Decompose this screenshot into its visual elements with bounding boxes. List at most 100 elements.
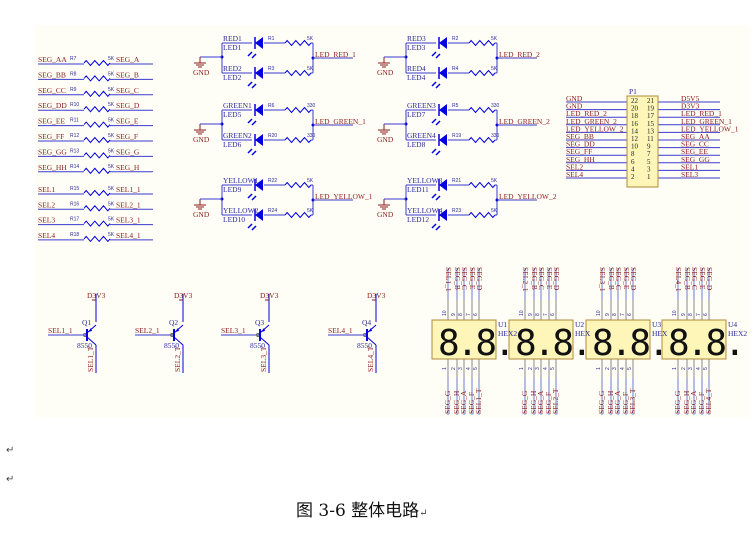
display-top-net: SEG_D (705, 267, 714, 291)
display-top-net: SEG_B (530, 267, 539, 290)
pin-number: 13 (647, 127, 655, 135)
display-digits: 8.8. (592, 323, 667, 364)
led-ref: LED2 (223, 73, 242, 82)
resistor-icon (83, 59, 111, 67)
resistor-ref: R5 (452, 103, 459, 109)
resistor-ref: R19 (452, 133, 461, 139)
resistor-ref: R15 (70, 186, 79, 192)
display-pin-number: 3 (612, 367, 618, 370)
led-diode-icon (439, 209, 447, 221)
pin-number: 19 (647, 105, 655, 113)
gnd-label: GND (377, 210, 394, 219)
display-pin-number: 2 (681, 367, 687, 370)
seven-segment-display (661, 319, 727, 360)
base-net-label: SEL3_1 (221, 326, 246, 335)
collector-net-label: SEL4_T (366, 346, 375, 372)
transistor-part: 8550 (77, 341, 92, 350)
pin-number: 7 (647, 150, 651, 158)
display-bottom-net: SEG_A (613, 390, 622, 414)
net-label: SEG_G (116, 147, 140, 156)
resistor-icon (468, 39, 496, 47)
display-pin-number: 2 (528, 367, 534, 370)
display-ref: U1 (498, 320, 507, 329)
transistor-ref: Q4 (362, 318, 371, 327)
collector-net-label: SEL2_T (173, 346, 182, 372)
net-label: SEL4_1 (116, 231, 141, 240)
transistor-arrow-icon (368, 328, 372, 332)
display-bottom-net: SEG_H (529, 390, 538, 414)
resistor-ref: R13 (70, 148, 79, 154)
connector-net-left: SEG_BB (566, 132, 594, 141)
connector-net-right: SEL1 (681, 162, 698, 171)
net-label: SEG_CC (38, 86, 66, 95)
display-bottom-net: SEL1_T (474, 388, 483, 414)
resistor-icon (83, 235, 111, 243)
display-pin-number: 9 (451, 313, 457, 316)
net-label: SEL1_1 (116, 185, 141, 194)
resistor-ref: R9 (70, 87, 77, 93)
resistor-icon (83, 121, 111, 128)
display-type: HEX (575, 329, 591, 338)
connector-net-right: SEG_AA (681, 132, 710, 141)
pin-number: 8 (631, 150, 635, 158)
resistor-icon (83, 105, 111, 113)
transistor-part: 8550 (164, 341, 179, 350)
pin-number: 12 (631, 135, 639, 143)
resistor-value: 5K (108, 56, 115, 62)
resistor-value: 5K (108, 71, 115, 77)
display-top-net: SEG_D (629, 267, 638, 291)
display-bottom-net: SEG_H (682, 390, 691, 414)
led-light-icon (431, 193, 441, 201)
net-label: SEG_HH (38, 163, 67, 172)
led-ref: LED10 (223, 215, 245, 224)
transistor-arrow-icon (175, 328, 179, 332)
pin-number: 1 (647, 173, 651, 181)
connector-net-right: LED_YELLOW_1 (681, 124, 739, 133)
resistor-icon (83, 152, 111, 159)
display-bottom-net: SEG_A (459, 390, 468, 414)
led-light-icon (247, 148, 257, 156)
led-color-label: RED4 (407, 64, 426, 73)
display-pin-number: 6 (550, 313, 556, 316)
connector-net-left: LED_YELLOW_2 (566, 124, 624, 133)
display-pin-number: 7 (543, 313, 549, 316)
display-bottom-net: SEG_F (467, 392, 476, 414)
resistor-value: 5K (307, 178, 314, 184)
resistor-value: 5K (108, 118, 115, 124)
led-diode-icon (439, 67, 447, 79)
display-type: HEX2 (728, 329, 747, 338)
caption-text: 图 3-6 整体电路 (296, 501, 420, 521)
display-pin-number: 10 (519, 310, 525, 316)
led-diode-icon (255, 134, 263, 146)
display-bottom-net: SEG_H (452, 390, 461, 414)
pin-number: 2 (631, 173, 635, 181)
led-light-icon (431, 51, 441, 59)
display-pin-number: 6 (703, 313, 709, 316)
display-top-net: SEG_C (614, 267, 623, 290)
display-top-net: SEG_B (683, 267, 692, 290)
resistor-icon (83, 90, 111, 98)
led-net-label: LED_YELLOW_2 (499, 192, 557, 201)
display-top-net: SEL2_1 (521, 267, 530, 292)
net-label: SEG_C (116, 86, 139, 95)
display-pin-number: 3 (688, 367, 694, 370)
resistor-value: 5K (108, 133, 115, 139)
display-pin-number: 2 (451, 367, 457, 370)
net-label: SEG_F (116, 132, 138, 141)
connector-net-left: SEL4 (566, 170, 583, 179)
led-light-icon (431, 118, 441, 126)
display-pin-number: 4 (696, 367, 702, 370)
connector-ref: P1 (629, 87, 637, 96)
led-color-label: YELLOW2 (223, 206, 259, 215)
display-bottom-net: SEL4_T (704, 388, 713, 414)
pin-number: 4 (631, 165, 635, 173)
pin-number: 17 (647, 112, 655, 120)
pin-number: 6 (631, 158, 635, 166)
resistor-icon (83, 205, 111, 212)
led-light-icon (431, 148, 441, 156)
display-ref: U3 (652, 320, 661, 329)
resistor-value: 5K (108, 232, 115, 238)
led-color-label: GREEN4 (407, 131, 436, 140)
transistor-part: 8550 (357, 341, 372, 350)
resistor-ref: R14 (70, 164, 79, 170)
